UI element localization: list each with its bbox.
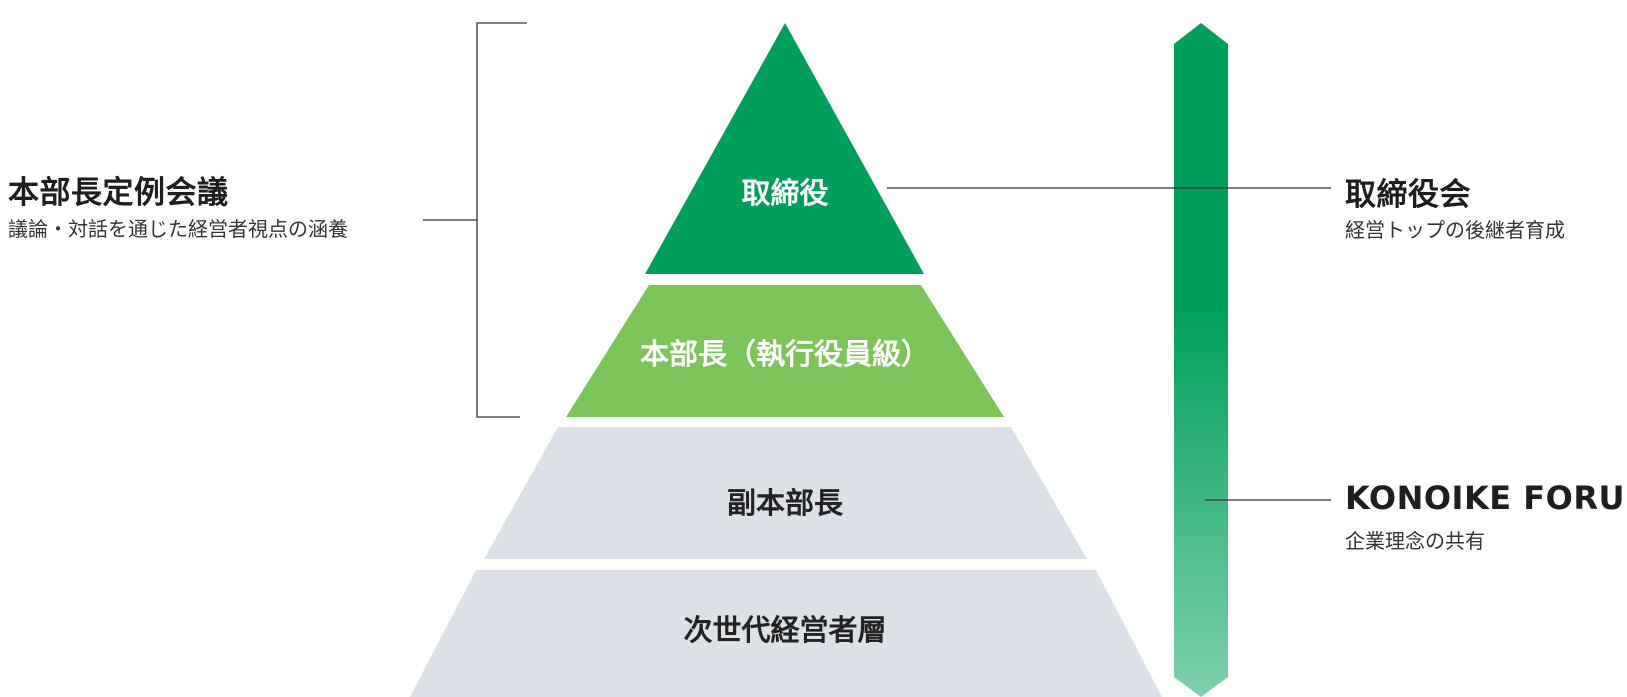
timeline-arrow-bar [1174, 23, 1228, 697]
left-group-title: 本部長定例会議 [8, 175, 229, 211]
tier-label-directors: 取締役 [741, 176, 829, 210]
tier-label-division-heads: 本部長（執行役員級） [639, 337, 930, 371]
tier-label-next-gen: 次世代経営者層 [683, 613, 887, 647]
right-label-board-subtitle: 経営トップの後継者育成 [1345, 218, 1565, 242]
right-label-board-title: 取締役会 [1345, 177, 1471, 213]
right-label-forum-subtitle: 企業理念の共有 [1345, 529, 1485, 553]
bracket [476, 22, 527, 418]
pyramid-tier-directors [645, 23, 924, 274]
left-group-subtitle: 議論・対話を通じた経営者視点の涵養 [8, 217, 348, 241]
pyramid-tier-deputy-heads [484, 427, 1087, 559]
right-label-forum-title: KONOIKE FORUM [1345, 479, 1627, 517]
tier-label-deputy-heads: 副本部長 [726, 486, 843, 520]
pyramid-tier-division-heads [566, 285, 1004, 417]
pyramid-tier-next-gen [410, 570, 1162, 697]
